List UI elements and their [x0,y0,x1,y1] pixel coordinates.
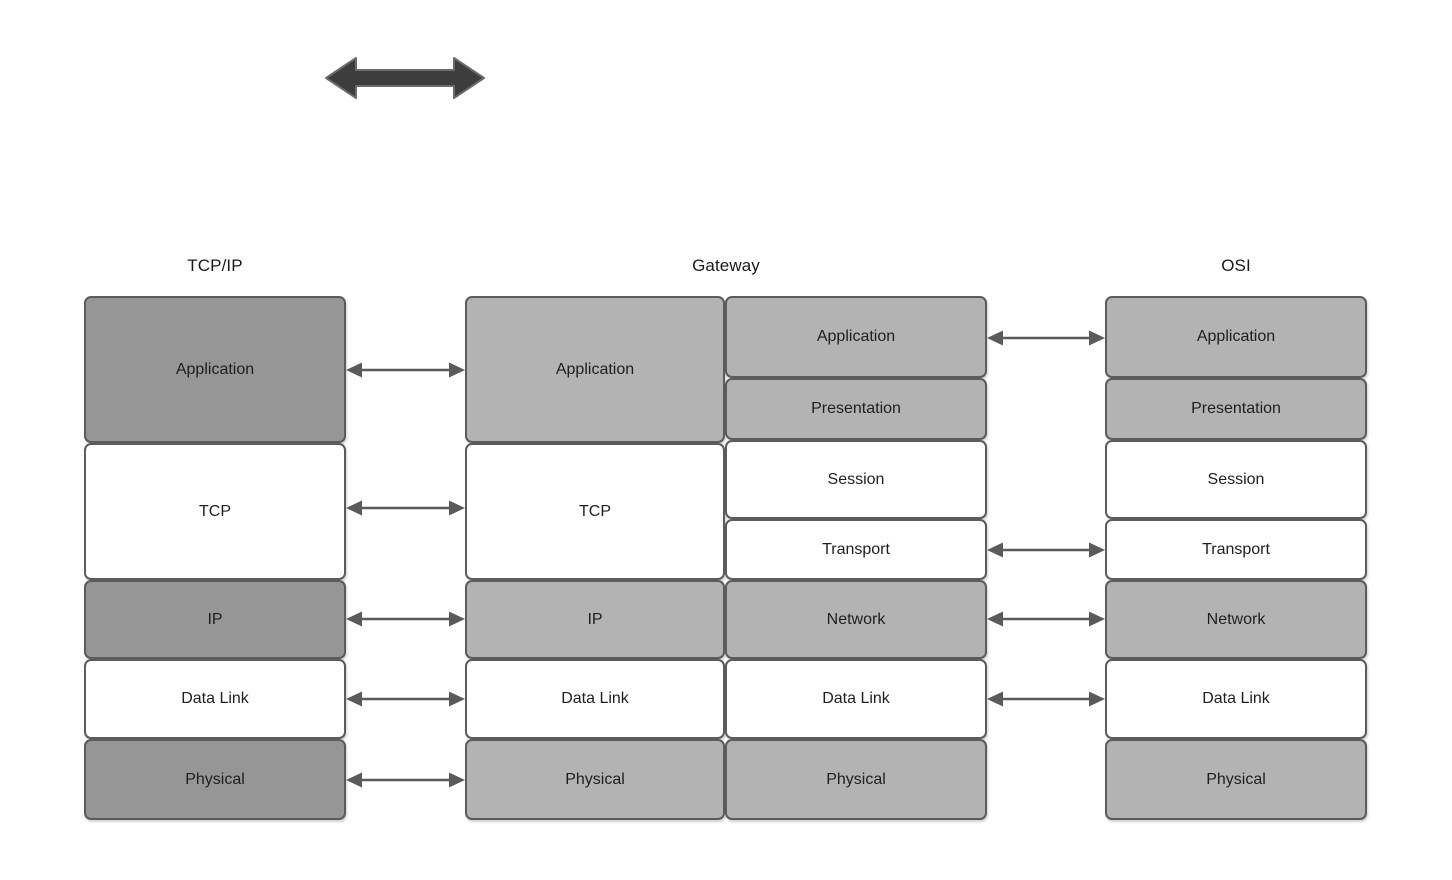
tcpip-layer-tcp[interactable]: TCP [84,443,346,580]
tcpip-layer-data-link[interactable]: Data Link [84,659,346,739]
tcpip-layer-ip[interactable]: IP [84,580,346,659]
connector-gateway-osi-network [987,606,1105,632]
gateway-left-layer-application[interactable]: Application [465,296,725,443]
column-title-osi: OSI [1221,256,1251,275]
gateway-right-layer-presentation[interactable]: Presentation [725,378,987,440]
tcpip-layer-application[interactable]: Application [84,296,346,443]
gateway-left-layer-data-link[interactable]: Data Link [465,659,725,739]
osi-layer-physical[interactable]: Physical [1105,739,1367,820]
osi-layer-presentation[interactable]: Presentation [1105,378,1367,440]
gateway-right-layer-transport[interactable]: Transport [725,519,987,580]
gateway-right-layer-session[interactable]: Session [725,440,987,519]
osi-layer-network[interactable]: Network [1105,580,1367,659]
column-title-tcpip: TCP/IP [187,256,243,275]
connector-tcpip-gateway-tcp [346,495,465,521]
osi-layer-session[interactable]: Session [1105,440,1367,519]
connector-gateway-osi-transport [987,537,1105,563]
connector-tcpip-gateway-application [346,357,465,383]
connector-gateway-osi-application [987,325,1105,351]
connector-gateway-osi-data-link [987,686,1105,712]
double-headed-block-arrow [322,52,488,104]
osi-layer-data-link[interactable]: Data Link [1105,659,1367,739]
gateway-left-layer-physical[interactable]: Physical [465,739,725,820]
connector-tcpip-gateway-physical [346,767,465,793]
gateway-left-layer-tcp[interactable]: TCP [465,443,725,580]
gateway-right-layer-application[interactable]: Application [725,296,987,378]
connector-tcpip-gateway-ip [346,606,465,632]
connector-tcpip-gateway-data-link [346,686,465,712]
gateway-right-layer-network[interactable]: Network [725,580,987,659]
tcpip-layer-physical[interactable]: Physical [84,739,346,820]
osi-layer-transport[interactable]: Transport [1105,519,1367,580]
column-title-gateway: Gateway [692,256,760,275]
gateway-left-layer-ip[interactable]: IP [465,580,725,659]
gateway-right-layer-data-link[interactable]: Data Link [725,659,987,739]
gateway-right-layer-physical[interactable]: Physical [725,739,987,820]
osi-layer-application[interactable]: Application [1105,296,1367,378]
